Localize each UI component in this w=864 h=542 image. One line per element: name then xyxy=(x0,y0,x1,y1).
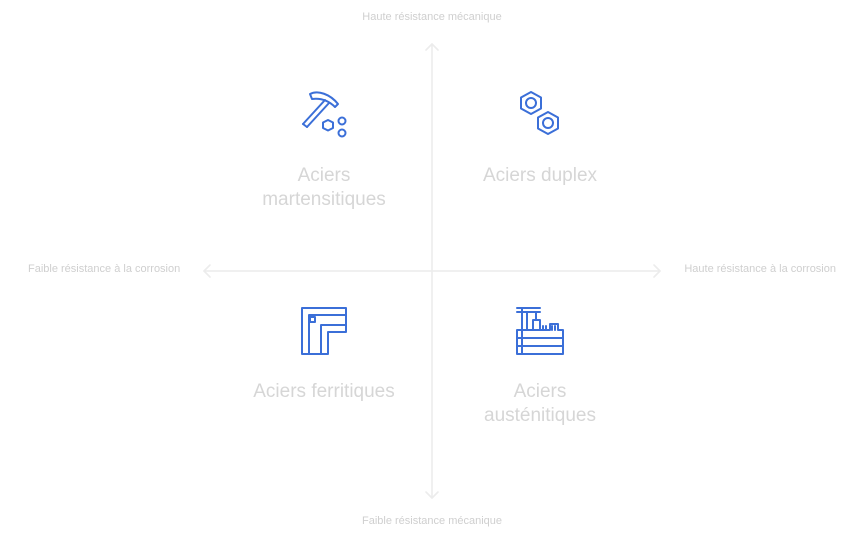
arrow-right-icon xyxy=(653,264,661,278)
pipe-elbow-icon xyxy=(298,304,350,356)
axis-label-left: Faible résistance à la corrosion xyxy=(28,263,181,275)
arrow-down-icon xyxy=(425,491,439,499)
quadrant-label-austenitic: Aciers austénitiques xyxy=(484,381,596,426)
quadrant-label-duplex: Aciers duplex xyxy=(482,165,598,186)
axis-label-bottom: Faible résistance mécanique xyxy=(361,515,503,527)
pickaxe-nuts-icon xyxy=(298,88,350,140)
axis-label-top: Haute résistance mécanique xyxy=(362,11,502,23)
quadrant-label-ferritic: Aciers ferritiques xyxy=(253,381,395,402)
quadrant-label-martensitic: Aciers martensitiques xyxy=(262,165,386,210)
hex-nuts-icon xyxy=(514,88,566,140)
industrial-equipment-icon xyxy=(514,304,566,356)
axis-label-right: Haute résistance à la corrosion xyxy=(684,263,836,275)
arrow-up-icon xyxy=(425,43,439,51)
arrow-left-icon xyxy=(203,264,211,278)
